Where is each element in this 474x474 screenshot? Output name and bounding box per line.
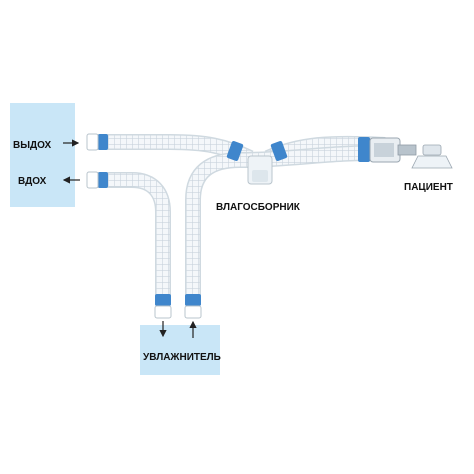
humidifier-label: УВЛАЖНИТЕЛЬ bbox=[143, 352, 221, 363]
patient-label: ПАЦИЕНТ bbox=[404, 182, 453, 193]
patient-mask bbox=[411, 144, 453, 169]
inspiratory-hose-to-patient bbox=[185, 144, 386, 305]
inspiratory-hose-to-humidifier bbox=[92, 172, 171, 305]
water-trap bbox=[247, 155, 273, 185]
humidifier-box bbox=[140, 325, 220, 375]
hose-end-connectors bbox=[86, 133, 202, 319]
exhale-label: ВЫДОХ bbox=[13, 140, 52, 151]
y-piece bbox=[369, 137, 417, 163]
hose-cuffs bbox=[98, 134, 370, 306]
ventilator-box bbox=[10, 103, 75, 207]
inhale-label: ВДОХ bbox=[18, 176, 47, 187]
water-trap-label: ВЛАГОСБОРНИК bbox=[216, 202, 301, 213]
